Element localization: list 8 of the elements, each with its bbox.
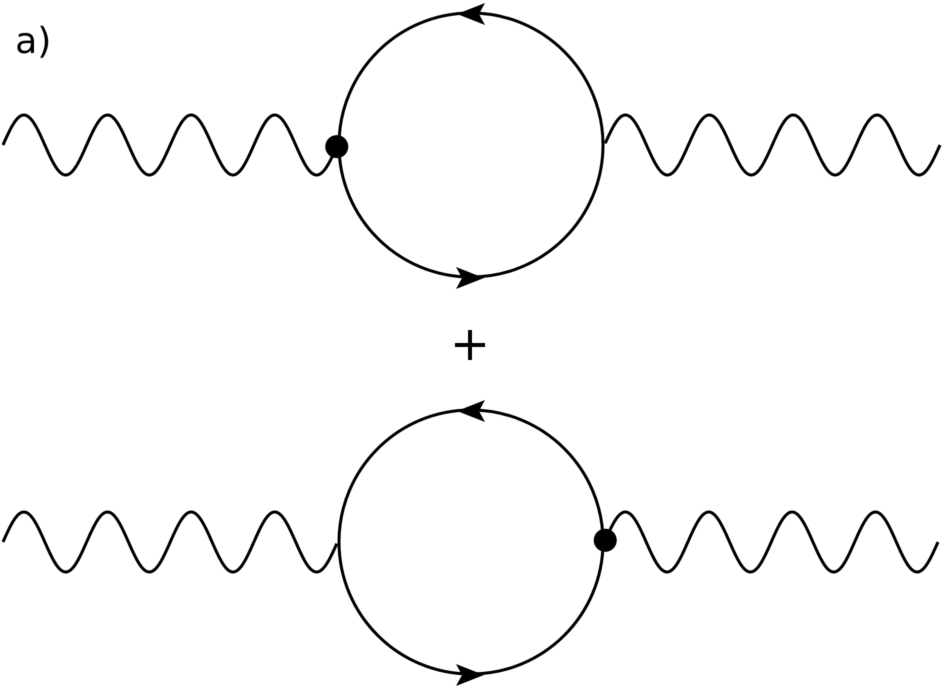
wavy-line [604,114,942,176]
wavy-line [594,510,940,574]
plus-sign: + [454,330,486,360]
wavy-line [2,510,338,574]
loop-circle [338,12,604,278]
panel-label: a) [17,26,48,58]
wavy-line [2,114,348,176]
loop-circle [338,408,604,676]
